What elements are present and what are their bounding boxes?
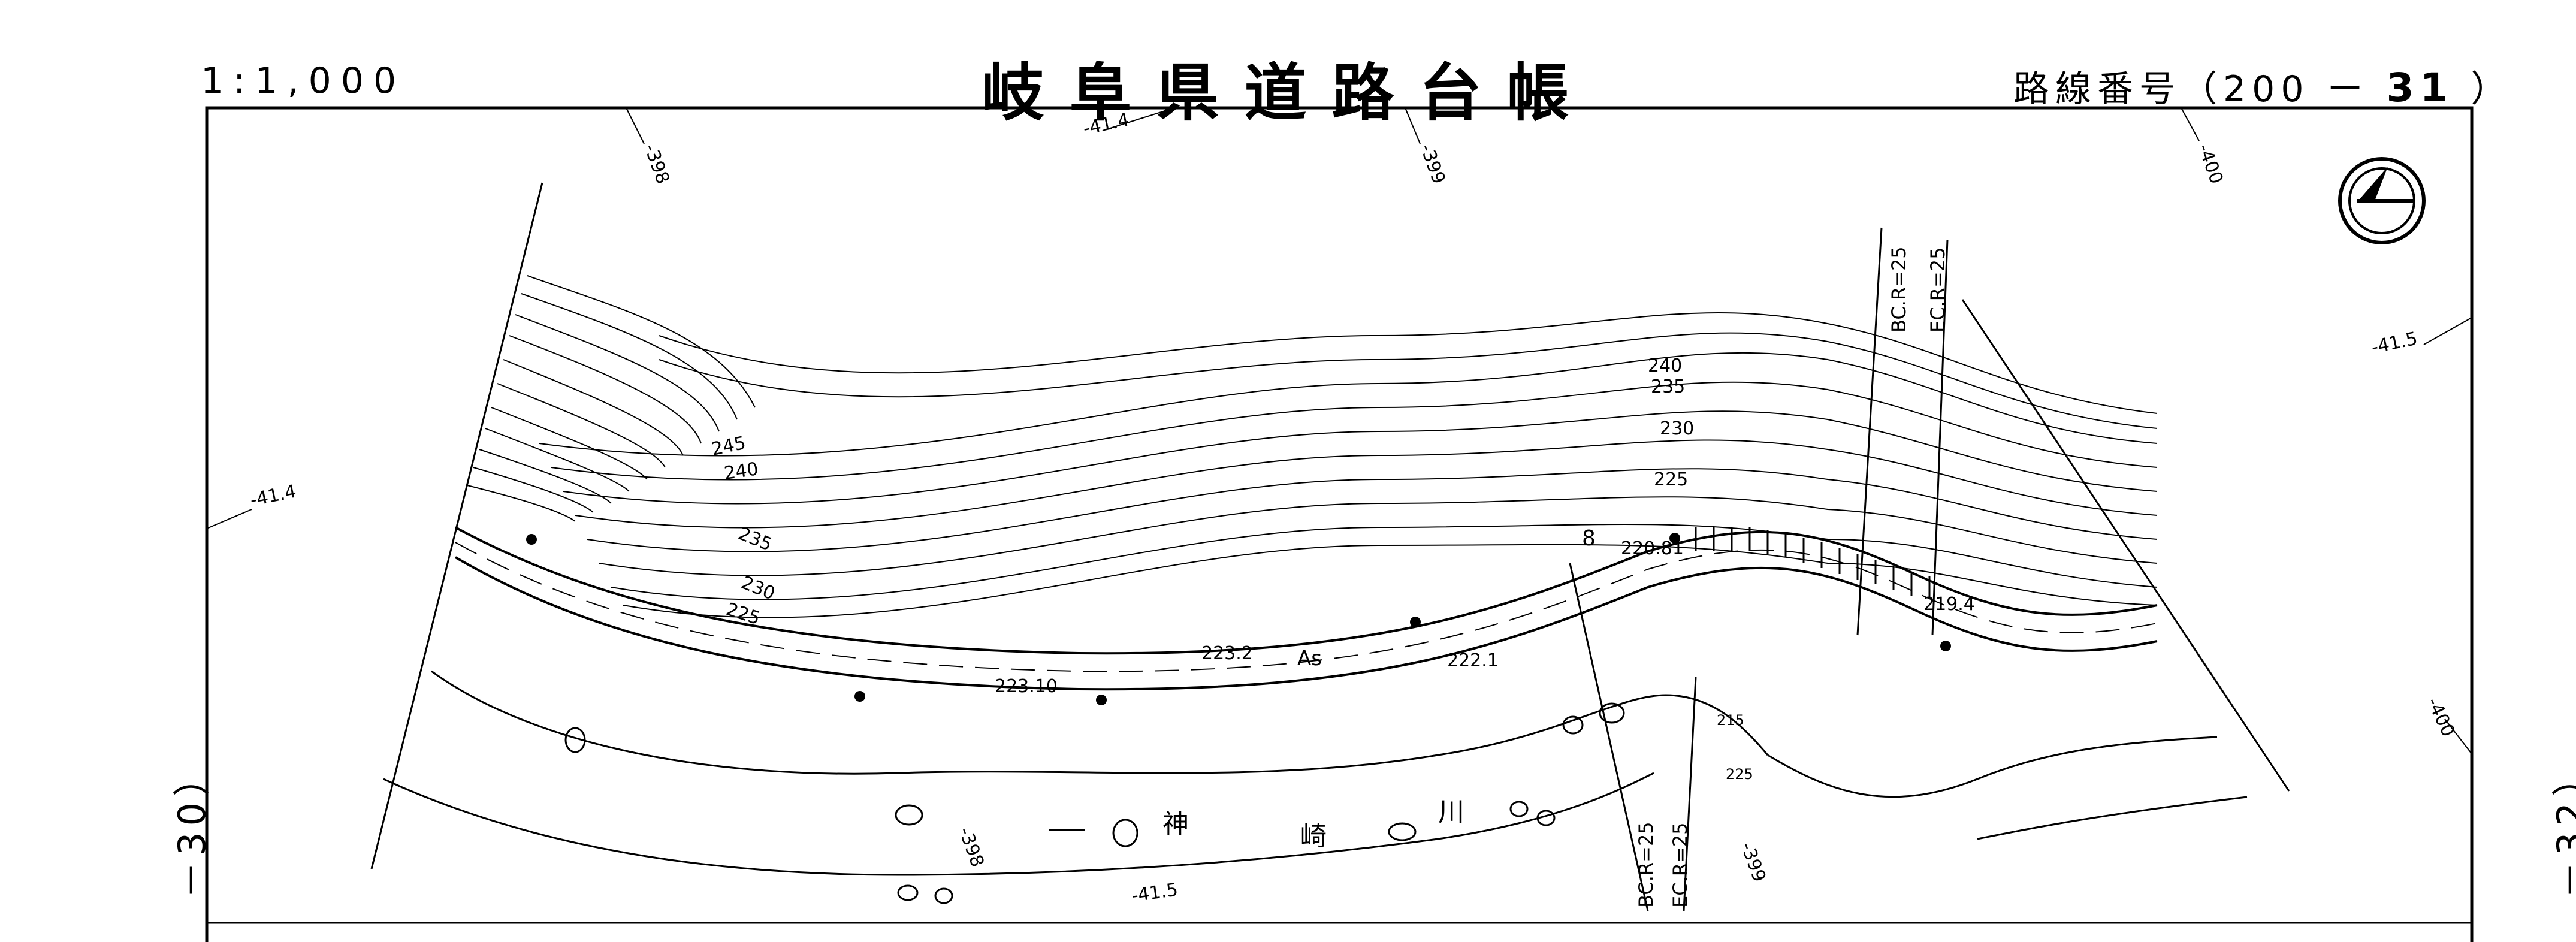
station-398-bottom: -398 <box>954 825 987 870</box>
road-edge-upper <box>455 526 2158 655</box>
north-arrow-icon <box>2338 157 2426 244</box>
curve-ec-top: EC.R=25 <box>1926 247 1949 333</box>
spot-height-219-4: 219.4 <box>1923 594 1975 615</box>
contour-label-235: 235 <box>735 523 775 555</box>
road-surface-label: As <box>1297 647 1322 671</box>
grid-label-top: -41.4 <box>1081 109 1131 139</box>
station-398-top: -398 <box>639 141 673 187</box>
grid-ticks <box>206 107 2472 754</box>
spot-height-223-2: 223.2 <box>1201 643 1253 664</box>
route-close: ） <box>2471 68 2513 110</box>
station-400-right: -400 <box>2423 695 2459 741</box>
station-number: 8 <box>1582 526 1596 551</box>
contour-label-230-right: 230 <box>1660 418 1694 439</box>
page-title: 岐阜県道路台帳 <box>982 56 1594 129</box>
river-name-char-2: 崎 <box>1300 821 1327 852</box>
survey-points <box>526 533 1951 705</box>
contour-label-225-right: 225 <box>1654 469 1688 490</box>
road-edge-lower <box>454 556 2158 691</box>
grid-label-left: -41.4 <box>248 481 298 511</box>
river-name-char-1: 神 <box>1162 809 1189 840</box>
contour-label-235-right: 235 <box>1651 376 1685 397</box>
retaining-wall <box>1695 527 1931 599</box>
contour-label-240: 240 <box>723 458 760 484</box>
sheet-edge-right <box>1961 299 2290 792</box>
route-number: 路線番号（200 ー 31 ） <box>2013 60 2513 112</box>
contour-label-240-right: 240 <box>1648 355 1682 376</box>
route-number-value: 31 <box>2386 65 2454 111</box>
contour-label-215: 215 <box>1717 712 1744 729</box>
map-frame <box>205 106 2474 942</box>
contour-lines-main <box>539 312 2158 618</box>
sheet-edge-left <box>370 182 543 869</box>
curve-ec-bottom: EC.R=25 <box>1669 823 1692 908</box>
scale-label: 1:1,000 <box>201 60 406 102</box>
station-400-top: -400 <box>2193 141 2227 187</box>
contour-label-225-low: 225 <box>1726 766 1753 783</box>
road <box>454 526 2158 691</box>
spot-height-222-1: 222.1 <box>1447 650 1499 671</box>
route-label: 路線番号（200 ー <box>2013 68 2369 110</box>
curve-bc-bottom: BC.R=25 <box>1635 822 1657 908</box>
contour-label-225: 225 <box>724 599 763 629</box>
grid-label-right: -41.5 <box>2369 328 2419 358</box>
curve-lines <box>1569 227 1949 911</box>
curve-bc-top: BC.R=25 <box>1888 246 1910 333</box>
station-399-bottom: -399 <box>1736 840 1769 885</box>
river-name-char-3: 川 <box>1438 797 1464 828</box>
river-rocks <box>564 702 1625 904</box>
spot-height-223-10: 223.10 <box>995 676 1058 697</box>
spot-height-220-81: 220.81 <box>1621 538 1684 559</box>
road-centerline <box>455 542 2158 672</box>
grid-label-bottom: -41.5 <box>1130 879 1179 906</box>
station-399-top: -399 <box>1415 141 1449 187</box>
